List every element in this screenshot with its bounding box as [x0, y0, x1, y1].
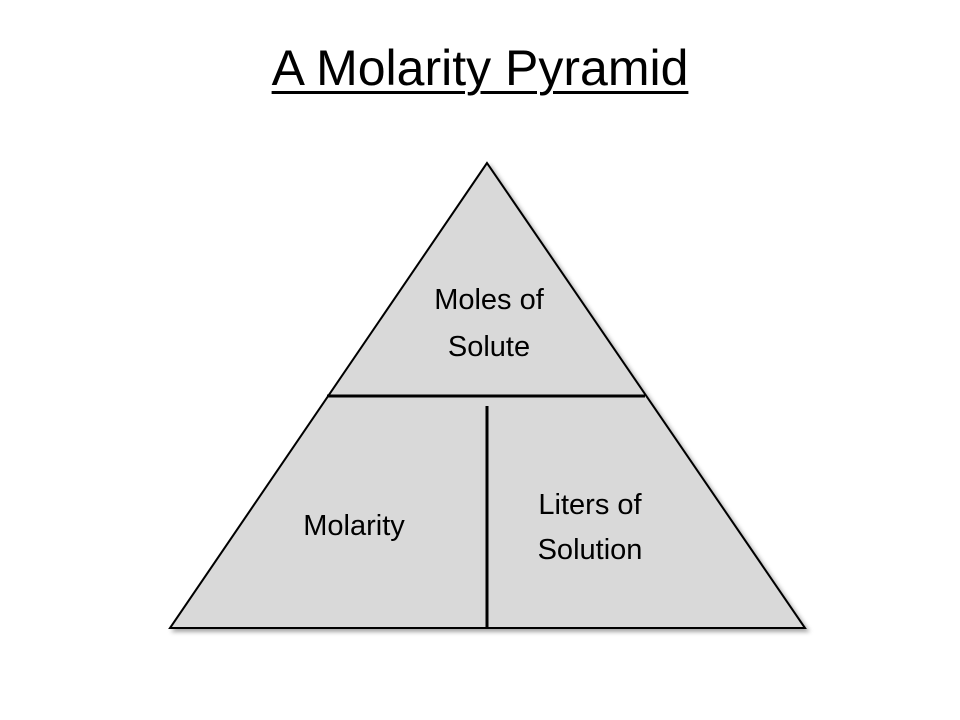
- bottom-right-section-label-line1: Liters of: [538, 489, 642, 521]
- top-section-label-line1: Moles of: [434, 284, 545, 316]
- top-section-label-line2: Solute: [448, 331, 530, 363]
- bottom-right-section-label-line2: Solution: [538, 534, 643, 566]
- bottom-left-section-label: Molarity: [303, 510, 405, 542]
- slide-title: A Molarity Pyramid: [271, 40, 689, 96]
